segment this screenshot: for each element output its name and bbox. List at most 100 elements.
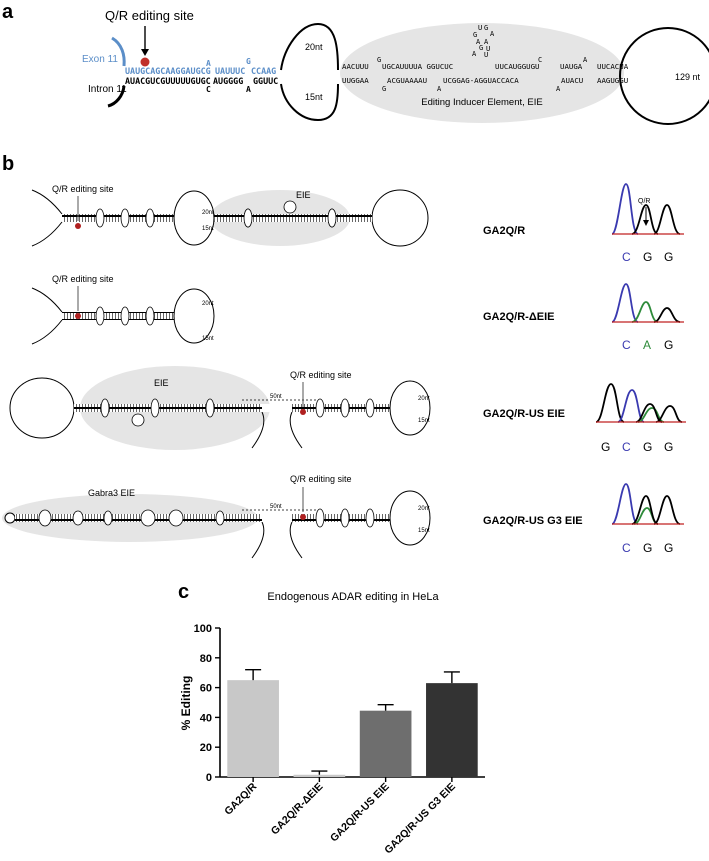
construct-2-diagram: Q/R editing site 20nt 15nt [31,274,215,345]
stem-bulge [365,508,375,528]
eie-bottom-seq-2: ACGUAAAAU [387,76,427,85]
eie-label: Gabra3 EIE [88,488,135,498]
terminal-loop [371,189,429,247]
base-call: C [622,250,631,264]
eie-bulge-top-3: A [583,56,588,64]
base-call: A [643,338,651,352]
eie-bottom-seq-4: AUACU [561,76,583,85]
y-tick-label: 20 [200,742,212,754]
strand-end [31,287,63,313]
stem-bulge [168,509,184,527]
construct-name: GA2Q/R [483,225,525,237]
eie-bulge-top-2: C [538,56,542,64]
strand-end [251,521,303,559]
qr-site-label: Q/R editing site [290,474,352,484]
trace-peak-c [617,389,645,423]
eie-bulge-bottom-1: G [382,85,386,93]
panel-a-qr-site-label: Q/R editing site [105,8,194,23]
eie-top-seq-4: UAUGA [560,62,583,71]
stem-bulge [145,306,155,326]
construct-name: GA2Q/R-US G3 EIE [483,515,583,527]
stem-bulge [365,398,375,418]
construct-4-diagram: 50nt Q/R editing site 20nt 15nt Gabra3 E… [2,474,431,559]
y-tick-label: 80 [200,653,212,665]
eie-label: EIE [296,190,311,200]
qr-site-dot [75,313,81,319]
bulge-c: C [206,85,211,94]
bar [359,710,412,777]
loop-top-label: 20nt [202,301,214,307]
trace-peak-g [653,204,681,235]
stem-bulge [38,509,52,527]
bar [426,683,478,777]
dsrna-stem [214,214,372,222]
spacer-label: 50nt [270,394,282,400]
loop-20-15 [173,190,215,246]
base-call: G [664,440,673,454]
base-call: G [664,541,673,555]
stem-bulge [120,208,130,228]
spacer-label: 50nt [270,504,282,510]
spacer-gap [262,514,292,522]
spacer-gap [262,404,292,412]
hairpin-nt: G [484,24,488,32]
panel-c-letter: c [178,581,189,603]
stem-bulge [315,508,325,528]
stem-bulge [215,510,225,526]
stem-bulge [120,306,130,326]
strand-end [31,319,63,345]
y-tick-label: 40 [200,712,212,724]
bar [293,774,346,777]
base-call: G [664,338,673,352]
loop-20nt-label: 20nt [305,42,323,52]
chromatogram-4: C G G [611,483,684,555]
construct-3-diagram: 50nt Q/R editing site 20nt 15nt EIE [9,366,431,450]
exon-strand [111,36,126,67]
stem-bulge [340,398,350,418]
loop-129nt [619,27,709,125]
loop-15nt-bottom [280,83,339,122]
qr-site-dot [300,514,306,520]
stem-bulge [243,208,253,228]
eie-bottom-seq-3: UCGGAG-AGGUACCACA [443,76,519,85]
panel-b-letter: b [2,153,14,175]
loop-bottom-label: 15nt [202,336,214,342]
x-tick-label: GA2Q/R [222,780,259,817]
stem-bulge [95,208,105,228]
construct-1-diagram: Q/R editing site 20nt 15nt EIE [31,184,429,247]
hairpin-nt: A [472,50,477,58]
trace-peak-g [653,495,681,525]
trace-peak-a [631,301,659,323]
loop-20-15 [173,288,215,344]
loop-20-15 [389,490,431,546]
bulge-a: A [246,85,251,94]
stem-bulge [140,509,156,527]
loop-top-label: 20nt [202,210,214,216]
eie-top-seq-2: UGCAUUUUA GGUCUC [382,62,453,71]
stem-bulge [205,398,215,418]
trace-peak-g [631,204,659,235]
stem-bulge [340,508,350,528]
chart-title: Endogenous ADAR editing in HeLa [267,591,439,603]
x-tick-label: GA2Q/R-ΔEIE [269,781,326,838]
loop-top-label: 20nt [418,396,430,402]
base-call: C [622,338,631,352]
stem-bulge [150,398,160,418]
qr-label: Q/R [638,198,650,205]
loop-15nt-label: 15nt [305,92,323,102]
y-tick-label: 0 [206,772,212,784]
trace-peak-g [653,307,681,323]
eie-top-seq-5: UUCACUA [597,62,629,71]
eie-bottom-seq-1: UUGGAA [342,76,369,85]
trace-peak-c [611,183,639,235]
exon-label: Exon 11 [82,54,118,65]
trace-peak-c [611,283,639,323]
eie-top-seq-1: AACUUU [342,62,369,71]
trace-peak-c [611,483,639,525]
eie-hairpin: G U G A A A G A U U [472,24,495,59]
stem-bulge [327,208,337,228]
base-call: G [643,250,652,264]
loop-bottom-label: 15nt [418,528,430,534]
